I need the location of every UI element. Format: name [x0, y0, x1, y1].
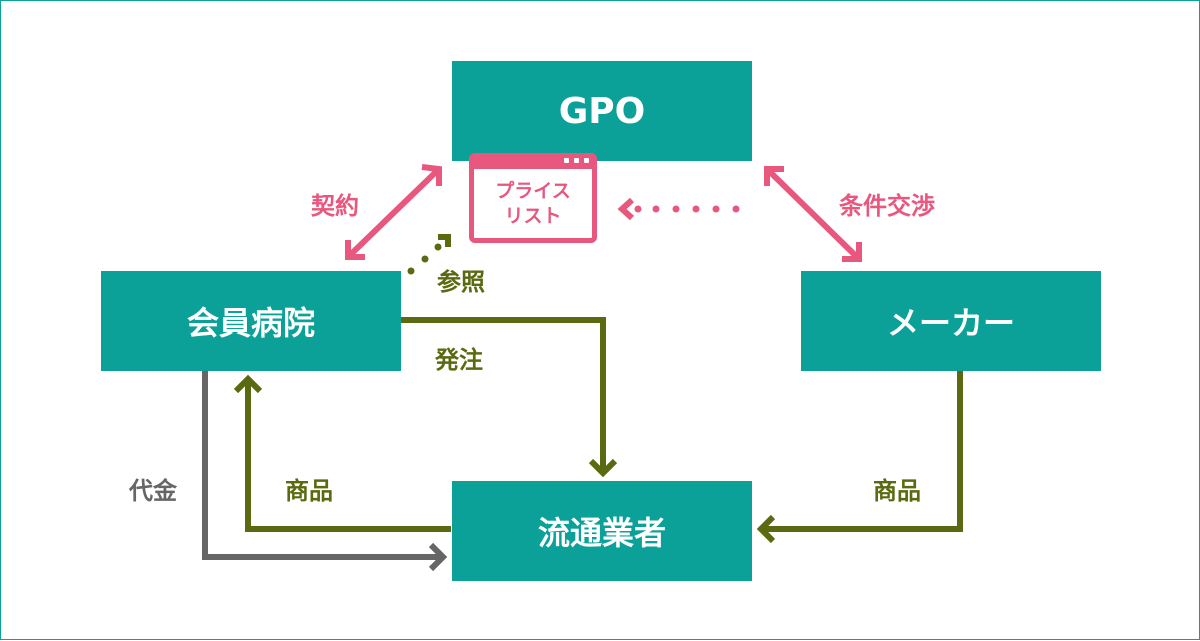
distributor-node: 流通業者 — [452, 481, 752, 581]
goods-from-maker-label: 商品 — [873, 477, 921, 505]
contract-label: 契約 — [311, 192, 359, 220]
negotiation-label: 条件交渉 — [839, 192, 935, 220]
hospital-node: 会員病院 — [101, 271, 401, 371]
window-dots-icon — [564, 158, 589, 163]
price-list-line1: プライス — [495, 179, 571, 202]
maker-node: メーカー — [801, 271, 1101, 371]
gpo-node: GPO — [452, 61, 752, 161]
price-list-window: プライス リスト — [469, 153, 597, 243]
reference-dotted-arrow — [407, 234, 451, 275]
reference-label: 参照 — [437, 268, 485, 296]
order-arrow — [401, 317, 618, 478]
order-label: 発注 — [435, 346, 483, 374]
price-list-dotted-arrow — [617, 197, 740, 221]
goods-from-maker-arrow — [756, 371, 963, 544]
goods-to-hospital-arrow — [233, 374, 451, 532]
goods-to-hospital-label: 商品 — [285, 477, 333, 505]
price-list-line2: リスト — [504, 204, 562, 227]
contract-arrow — [345, 164, 442, 260]
negotiation-arrow — [764, 166, 862, 262]
payment-label: 代金 — [129, 477, 177, 505]
payment-arrow — [202, 371, 448, 572]
